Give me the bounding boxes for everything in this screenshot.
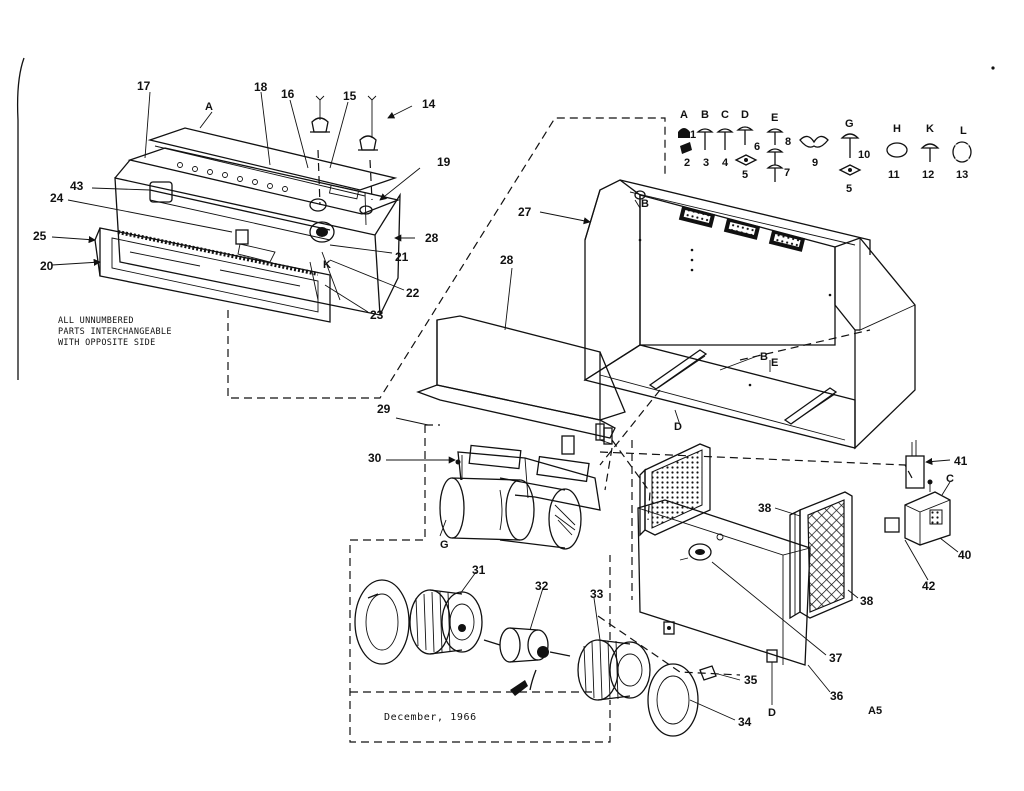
hw-num-5b: 5 bbox=[846, 183, 852, 195]
blower-wheel-33 bbox=[577, 639, 651, 701]
blower-ring-left bbox=[354, 579, 410, 665]
note-line-3: WITH OPPOSITE SIDE bbox=[58, 338, 156, 348]
label-22: 22 bbox=[406, 286, 420, 300]
label-38-lower: 38 bbox=[860, 594, 874, 608]
filter-38-front bbox=[789, 491, 853, 620]
panel-28-flange bbox=[416, 384, 616, 439]
leaders-lower bbox=[386, 211, 959, 721]
hw-letter-a: A bbox=[680, 109, 688, 121]
control-panel-plate bbox=[127, 147, 401, 215]
hw-letter-c: C bbox=[721, 109, 729, 121]
label-31: 31 bbox=[472, 563, 486, 577]
label-21: 21 bbox=[395, 250, 409, 264]
hw-num-10: 10 bbox=[858, 149, 870, 161]
label-c-bracket: C bbox=[946, 473, 954, 485]
label-20: 20 bbox=[40, 259, 54, 273]
hw-num-3: 3 bbox=[703, 157, 709, 169]
label-15: 15 bbox=[343, 89, 357, 103]
hw-num-13: 13 bbox=[956, 169, 968, 181]
hw-letter-l: L bbox=[960, 125, 967, 137]
filter-38-rear bbox=[639, 443, 711, 537]
label-30: 30 bbox=[368, 451, 382, 465]
label-14: 14 bbox=[422, 97, 436, 111]
hw-letter-b: B bbox=[701, 109, 709, 121]
label-28-small: 28 bbox=[425, 231, 439, 245]
hw-letter-g: G bbox=[845, 118, 854, 130]
label-35: 35 bbox=[744, 673, 758, 687]
explosion-lines bbox=[227, 117, 913, 743]
label-g-motor: G bbox=[440, 539, 449, 551]
hw-letter-e: E bbox=[771, 112, 778, 124]
label-e-base: E bbox=[771, 357, 778, 369]
hw-letter-k: K bbox=[926, 123, 934, 135]
label-a5: A5 bbox=[868, 705, 882, 717]
clip-35 bbox=[699, 665, 717, 681]
footer-date: December, 1966 bbox=[384, 712, 477, 723]
cabinet-base bbox=[583, 344, 856, 449]
hw-letter-h: H bbox=[893, 123, 901, 135]
hw-num-4: 4 bbox=[722, 157, 729, 169]
clip-14 bbox=[359, 135, 377, 151]
blower-ring-34 bbox=[647, 663, 699, 737]
label-38-upper: 38 bbox=[758, 501, 772, 515]
label-37: 37 bbox=[829, 651, 843, 665]
label-33: 33 bbox=[590, 587, 604, 601]
hw-num-7: 7 bbox=[784, 167, 790, 179]
cabinet-27 bbox=[583, 179, 916, 450]
label-23: 23 bbox=[370, 308, 384, 322]
hw-num-6: 6 bbox=[754, 141, 760, 153]
top-trim-strip bbox=[147, 127, 398, 191]
hw-num-2: 2 bbox=[684, 157, 690, 169]
label-24: 24 bbox=[50, 191, 64, 205]
note-line-2: PARTS INTERCHANGEABLE bbox=[58, 327, 172, 337]
blower-motor-32 bbox=[483, 627, 571, 696]
hw-num-12: 12 bbox=[922, 169, 934, 181]
part-labels: 17 A 18 16 15 14 19 43 24 25 20 28 21 K … bbox=[33, 79, 972, 729]
label-k-small: K bbox=[323, 259, 331, 271]
label-29: 29 bbox=[377, 402, 391, 416]
front-panel-36 bbox=[637, 499, 811, 705]
label-16: 16 bbox=[281, 87, 295, 101]
label-25: 25 bbox=[33, 229, 47, 243]
label-42: 42 bbox=[922, 579, 936, 593]
panel-28 bbox=[416, 315, 626, 445]
label-41: 41 bbox=[954, 454, 968, 468]
control-panel-assembly bbox=[94, 95, 401, 323]
label-32: 32 bbox=[535, 579, 549, 593]
leaders-control-panel bbox=[51, 91, 421, 313]
label-d-base: D bbox=[674, 421, 682, 433]
label-40: 40 bbox=[958, 548, 972, 562]
label-b-cabinet: B bbox=[641, 198, 649, 210]
label-18: 18 bbox=[254, 80, 268, 94]
cabinet-right-end bbox=[834, 237, 916, 450]
thermostat-knob bbox=[309, 221, 335, 243]
label-36: 36 bbox=[830, 689, 844, 703]
label-b-base: B bbox=[760, 351, 768, 363]
hw-num-5a: 5 bbox=[742, 169, 748, 181]
label-43: 43 bbox=[70, 179, 84, 193]
label-19: 19 bbox=[437, 155, 451, 169]
hw-num-11: 11 bbox=[888, 169, 900, 181]
thermostat-bracket bbox=[884, 440, 951, 546]
hardware-labels: A B C D E G H K L 1 2 3 4 6 5 8 9 7 10 5… bbox=[680, 109, 968, 195]
blower-wheel-31 bbox=[409, 589, 483, 655]
clip-16 bbox=[311, 117, 329, 133]
hw-num-8a: 8 bbox=[785, 136, 791, 148]
hardware-row bbox=[678, 126, 972, 182]
front-grille-panel bbox=[99, 227, 331, 323]
label-17: 17 bbox=[137, 79, 151, 93]
label-34: 34 bbox=[738, 715, 752, 729]
label-a-top: A bbox=[205, 101, 213, 113]
hw-num-9: 9 bbox=[812, 157, 818, 169]
switch-block bbox=[149, 181, 173, 203]
label-28-panel: 28 bbox=[500, 253, 514, 267]
hw-num-1: 1 bbox=[690, 129, 696, 141]
blower-housing-29 bbox=[439, 435, 601, 550]
hw-letter-d: D bbox=[741, 109, 749, 121]
label-d-bottom: D bbox=[768, 707, 776, 719]
label-27: 27 bbox=[518, 205, 532, 219]
note-line-1: ALL UNNUMBERED bbox=[58, 316, 134, 326]
page-edge-mark bbox=[16, 57, 25, 380]
